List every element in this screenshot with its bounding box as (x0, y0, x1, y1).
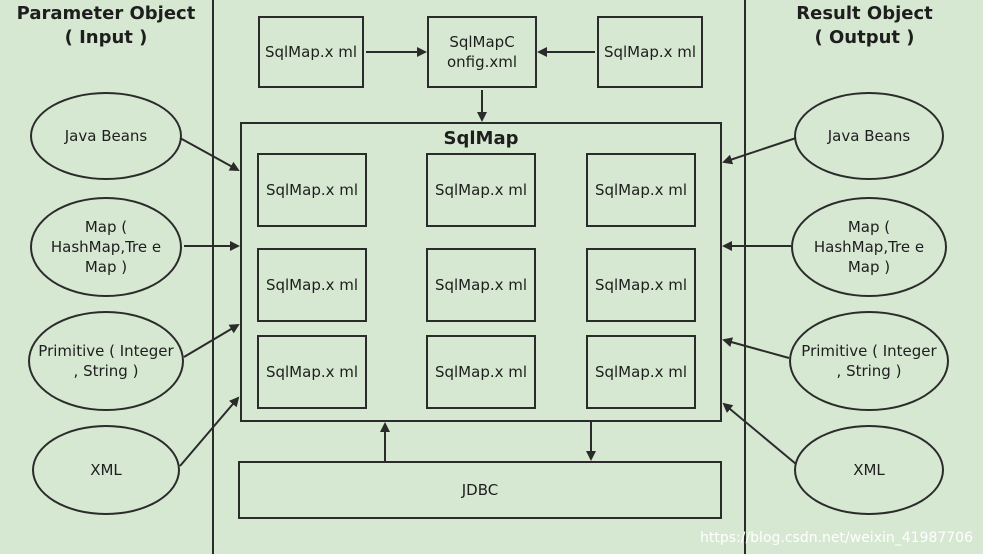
sqlmap-file-5: SqlMap.x ml (426, 248, 536, 322)
jdbc-label: JDBC (461, 481, 499, 499)
result-object-title-line2: ( Output ) (814, 27, 915, 48)
sqlmap-container: SqlMap (240, 122, 722, 422)
parameter-object-title-line2: ( Input ) (64, 27, 148, 48)
input-xml: XML (32, 425, 180, 515)
output-primitive: Primitive ( Integer , String ) (789, 311, 949, 411)
output-primitive-label: Primitive ( Integer , String ) (801, 342, 937, 380)
input-map-label: Map ( HashMap,Tre e Map ) (50, 218, 162, 276)
sqlmap-file-3: SqlMap.x ml (586, 153, 696, 227)
output-map: Map ( HashMap,Tre e Map ) (791, 197, 947, 297)
arrow-output-java-beans (722, 137, 797, 165)
sqlmap-file-label: SqlMap.x ml (265, 363, 359, 381)
arrow-input-xml (179, 396, 240, 467)
parameter-object-title-line1: Parameter Object (16, 3, 196, 24)
input-java-beans-label: Java Beans (64, 127, 148, 145)
config-right-sqlmap-box: SqlMap.x ml (597, 16, 703, 88)
output-xml: XML (794, 425, 944, 515)
sqlmap-file-label: SqlMap.x ml (434, 363, 528, 381)
output-xml-label: XML (853, 461, 885, 479)
sqlmap-file-label: SqlMap.x ml (265, 276, 359, 294)
input-xml-label: XML (90, 461, 122, 479)
input-map: Map ( HashMap,Tre e Map ) (30, 197, 182, 297)
watermark-url: https://blog.csdn.net/weixin_41987706 (699, 530, 973, 546)
sqlmap-file-8: SqlMap.x ml (426, 335, 536, 409)
sqlmap-file-9: SqlMap.x ml (586, 335, 696, 409)
jdbc-box: JDBC (238, 461, 722, 519)
arrow-output-primitive (722, 337, 790, 359)
result-object-title-line1: Result Object (796, 3, 933, 24)
sqlmap-file-7: SqlMap.x ml (257, 335, 367, 409)
sqlmap-file-2: SqlMap.x ml (426, 153, 536, 227)
divider-left (212, 0, 214, 554)
arrow-output-xml (722, 402, 797, 465)
config-right-sqlmap-label: SqlMap.x ml (603, 43, 697, 61)
parameter-object-title: Parameter Object ( Input ) (0, 2, 212, 50)
sqlmap-title: SqlMap (443, 128, 519, 149)
result-object-title: Result Object ( Output ) (746, 2, 983, 50)
sqlmap-file-label: SqlMap.x ml (265, 181, 359, 199)
sqlmap-file-1: SqlMap.x ml (257, 153, 367, 227)
sqlmap-file-label: SqlMap.x ml (594, 276, 688, 294)
sqlmap-file-6: SqlMap.x ml (586, 248, 696, 322)
output-java-beans-label: Java Beans (827, 127, 911, 145)
config-left-sqlmap-label: SqlMap.x ml (264, 43, 358, 61)
config-left-sqlmap-box: SqlMap.x ml (258, 16, 364, 88)
input-primitive-label: Primitive ( Integer , String ) (38, 342, 174, 380)
divider-right (744, 0, 746, 554)
arrow-input-java-beans (179, 137, 240, 171)
sqlmapconfig-label: SqlMapC onfig.xml (446, 33, 518, 71)
sqlmap-file-label: SqlMap.x ml (594, 363, 688, 381)
sqlmap-file-label: SqlMap.x ml (594, 181, 688, 199)
sqlmap-file-label: SqlMap.x ml (434, 181, 528, 199)
output-map-label: Map ( HashMap,Tre e Map ) (813, 218, 925, 276)
arrow-input-primitive (183, 323, 240, 358)
output-java-beans: Java Beans (794, 92, 944, 180)
sqlmap-file-label: SqlMap.x ml (434, 276, 528, 294)
sqlmap-file-4: SqlMap.x ml (257, 248, 367, 322)
input-java-beans: Java Beans (30, 92, 182, 180)
sqlmapconfig-box: SqlMapC onfig.xml (427, 16, 537, 88)
input-primitive: Primitive ( Integer , String ) (28, 311, 184, 411)
